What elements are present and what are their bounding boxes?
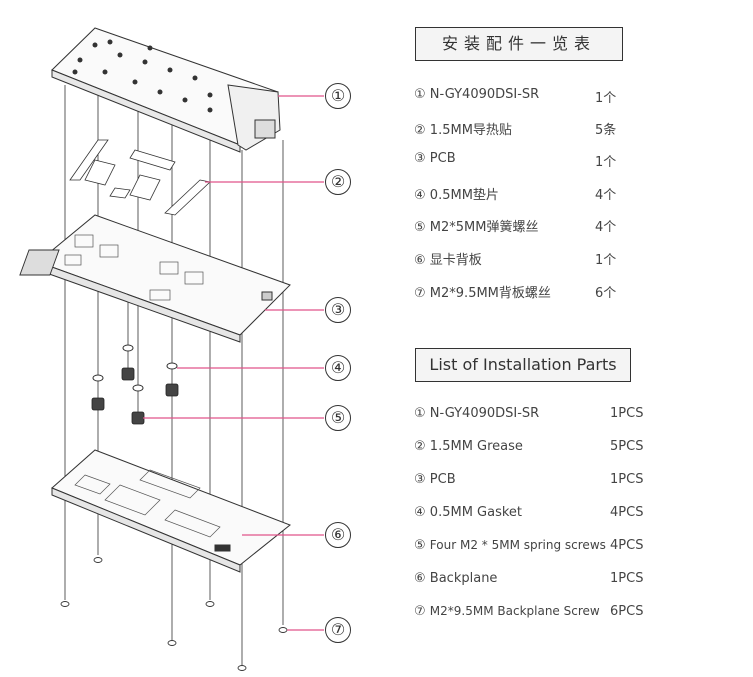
callout-4: ④	[325, 355, 351, 381]
backplane-part	[51, 449, 291, 573]
cn-list-item: ② 1.5MM导热贴	[414, 123, 512, 138]
thermal-pads-part	[69, 139, 211, 216]
en-list-item: ⑥ Backplane	[414, 571, 498, 586]
cn-list-item: ③ PCB	[414, 151, 456, 166]
en-list-item: ④ 0.5MM Gasket	[414, 505, 523, 520]
en-list-title: List of Installation Parts	[415, 348, 631, 382]
backplane-screws-part	[60, 557, 288, 671]
cn-list-qty: 6个	[595, 286, 617, 301]
en-list-item: ⑦ M2*9.5MM Backplane Screw	[414, 604, 600, 619]
callout-1: ①	[325, 83, 351, 109]
en-list-qty: 5PCS	[610, 439, 644, 454]
cn-list-item: ⑤ M2*5MM弹簧螺丝	[414, 220, 539, 235]
callout-3: ③	[325, 297, 351, 323]
en-list-item: ② 1.5MM Grease	[414, 439, 523, 454]
cn-list-title: 安装配件一览表	[415, 27, 623, 61]
cn-list-qty: 5条	[595, 123, 617, 138]
pcb-part	[19, 214, 291, 343]
cn-list-item: ⑦ M2*9.5MM背板螺丝	[414, 286, 551, 301]
callout-7: ⑦	[325, 617, 351, 643]
cn-list-item: ① N-GY4090DSI-SR	[414, 87, 540, 102]
spring-screws-part	[91, 367, 179, 425]
cn-list-qty: 1个	[595, 155, 617, 170]
cn-list-qty: 1个	[595, 253, 617, 268]
cn-list-item: ④ 0.5MM垫片	[414, 188, 499, 203]
cn-list-qty: 4个	[595, 188, 617, 203]
en-list-qty: 4PCS	[610, 505, 644, 520]
en-list-item: ③ PCB	[414, 472, 456, 487]
cn-list-qty: 1个	[595, 91, 617, 106]
callout-6: ⑥	[325, 522, 351, 548]
en-list-qty: 4PCS	[610, 538, 644, 553]
washers-part	[92, 344, 178, 392]
en-list-qty: 1PCS	[610, 406, 644, 421]
cn-list-item: ⑥ 显卡背板	[414, 253, 482, 268]
cn-list-qty: 4个	[595, 220, 617, 235]
en-list-qty: 1PCS	[610, 571, 644, 586]
water-block-part	[51, 27, 281, 153]
en-list-qty: 6PCS	[610, 604, 644, 619]
en-list-item: ⑤ Four M2 * 5MM spring screws	[414, 538, 606, 553]
exploded-assembly-diagram	[19, 27, 324, 671]
callout-2: ②	[325, 169, 351, 195]
en-list-item: ① N-GY4090DSI-SR	[414, 406, 540, 421]
en-list-qty: 1PCS	[610, 472, 644, 487]
callout-5: ⑤	[325, 405, 351, 431]
